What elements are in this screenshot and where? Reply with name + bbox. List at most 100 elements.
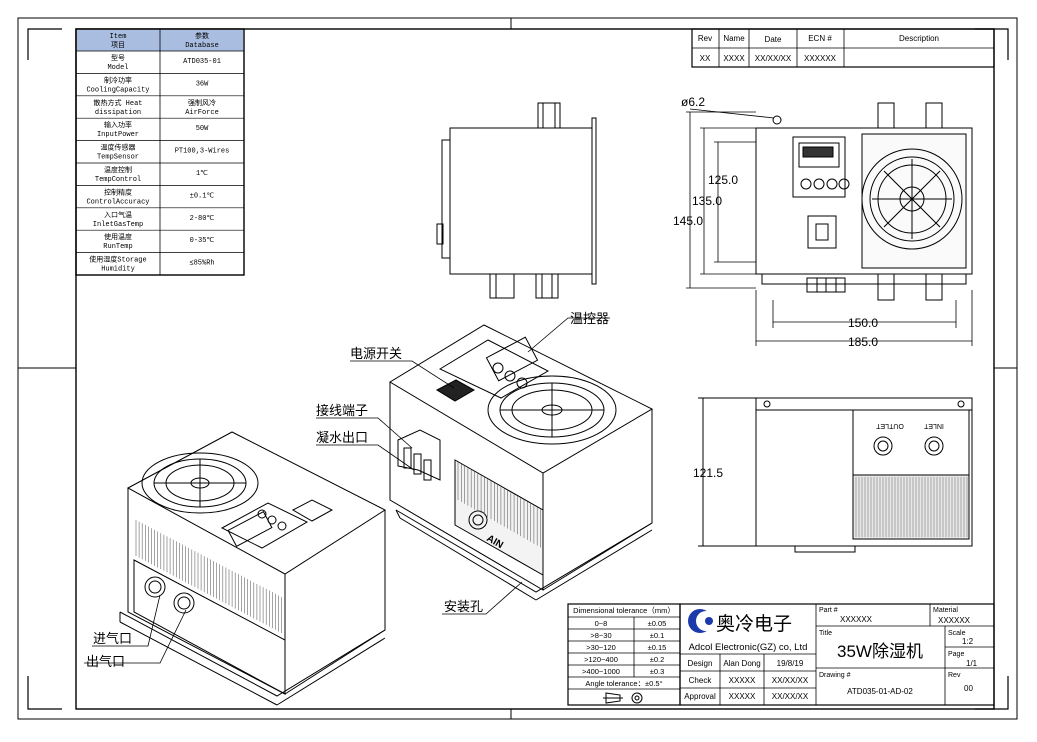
dim-125-label: 125.0 xyxy=(708,173,738,187)
design-name: Alan Dong xyxy=(723,659,760,668)
spec-row-label-en: TempControl xyxy=(95,176,141,184)
tolerance-table: Dimensional tolerance（mm） 0~8±0.05>8~30±… xyxy=(567,603,681,706)
spec-row-label-en: TempSensor xyxy=(97,154,139,162)
tolerance-value: ±0.3 xyxy=(650,667,665,676)
callout-mount-hole: 安装孔 xyxy=(444,599,483,614)
rear-hatch xyxy=(855,477,968,537)
tolerance-angle: Angle tolerance：±0.5° xyxy=(585,679,662,688)
title-label: Title xyxy=(819,630,832,637)
title-block xyxy=(679,603,995,706)
rev-cell-rev: XX xyxy=(700,54,711,63)
inlet-port-label: INLET xyxy=(923,422,944,429)
spec-row-label-cn: 散热方式 Heat xyxy=(93,98,142,108)
dim-185-label: 185.0 xyxy=(848,335,878,349)
spec-row-label-cn: 使用湿度Storage xyxy=(89,255,146,265)
rev-cell-date: XX/XX/XX xyxy=(755,54,792,63)
page-label: Page xyxy=(948,651,964,658)
part-label: Part # xyxy=(819,607,838,614)
tolerance-value: ±0.2 xyxy=(650,655,665,664)
spec-row-label-en: InputPower xyxy=(97,131,139,139)
spec-row-value: 强制风冷 xyxy=(188,98,216,108)
spec-header-value-en: Database xyxy=(185,42,219,50)
spec-row-label-cn: 制冷功率 xyxy=(104,75,132,85)
rear-view xyxy=(698,397,973,553)
design-date: 19/8/19 xyxy=(777,659,804,668)
spec-row-label-en: Model xyxy=(107,64,128,72)
approval-label: Approval xyxy=(684,692,716,701)
callout-drain-outlet: 凝水出口 xyxy=(316,430,368,445)
check-label: Check xyxy=(689,676,713,685)
isometric-hatch-lower xyxy=(135,520,283,634)
callout-inlet: 进气口 xyxy=(93,631,132,646)
spec-row-value: 1℃ xyxy=(196,170,208,178)
spec-header-label-en: Item xyxy=(110,33,127,41)
callout-labels: 温控器 电源开关 接线端子 凝水出口 安装孔 进气口 出气口 xyxy=(86,311,609,669)
rev-value: 00 xyxy=(964,684,973,693)
rev-header-rev: Rev xyxy=(698,34,712,43)
spec-row-label-cn: 使用温度 xyxy=(104,232,132,242)
spec-header-value-cn: 参数 xyxy=(195,31,209,41)
rev-header-date: Date xyxy=(765,35,782,44)
company-name-cn: 奥冷电子 xyxy=(716,613,792,635)
spec-row-value: ≤85%Rh xyxy=(189,260,214,268)
tolerance-range: >8~30 xyxy=(590,631,611,640)
tolerance-value: ±0.05 xyxy=(648,619,667,628)
rev-header-description: Description xyxy=(899,34,939,43)
isometric-hatch-upper xyxy=(457,462,541,548)
spec-row-label-cn: 温度传感器 xyxy=(101,143,136,153)
check-name: XXXXX xyxy=(729,676,756,685)
material-value: XXXXXX xyxy=(938,616,971,625)
spec-row-label-en: dissipation xyxy=(95,109,141,117)
spec-row-label-cn: 控制精度 xyxy=(104,187,132,197)
spec-row-label-cn: 入口气温 xyxy=(104,210,132,220)
spec-row-label-en: InletGasTemp xyxy=(93,221,143,229)
scale-value: 1:2 xyxy=(962,637,974,646)
sheet-frame xyxy=(17,17,1018,720)
isometric-view-upper xyxy=(389,324,654,601)
side-view xyxy=(436,102,597,299)
spec-row-label-en: CoolingCapacity xyxy=(86,86,149,94)
outlet-port-label: OUTLET xyxy=(875,422,903,429)
company-name-en: Adcol Electronic(GZ) co, Ltd xyxy=(689,642,808,653)
approval-date: XX/XX/XX xyxy=(772,692,809,701)
tolerance-title: Dimensional tolerance（mm） xyxy=(573,606,675,615)
revision-table: Rev Name Date ECN # Description XX XXXX … xyxy=(691,28,995,68)
spec-row-label-cn: 输入功率 xyxy=(104,120,132,130)
spec-row-label-en: ControlAccuracy xyxy=(86,198,149,206)
isometric-view-lower xyxy=(119,431,387,706)
design-label: Design xyxy=(688,659,713,668)
check-date: XX/XX/XX xyxy=(772,676,809,685)
dim-hole-label: ø6.2 xyxy=(681,95,705,109)
tolerance-range: >30~120 xyxy=(586,643,616,652)
spec-header-label-cn: 项目 xyxy=(111,41,125,50)
spec-row-value: ATD035-01 xyxy=(183,58,221,66)
callout-temp-controller: 温控器 xyxy=(570,311,609,326)
spec-row-label-en: RunTemp xyxy=(103,243,132,251)
dim-145-label: 145.0 xyxy=(673,214,703,228)
callout-outlet: 出气口 xyxy=(86,654,125,669)
spec-row-value: PT100,3-Wires xyxy=(175,148,230,156)
drawing-title: 35W除湿机 xyxy=(837,642,923,661)
tolerance-value: ±0.1 xyxy=(650,631,665,640)
tolerance-value: ±0.15 xyxy=(648,643,667,652)
rev-cell-name: XXXX xyxy=(723,54,745,63)
spec-row-label-cn: 型号 xyxy=(111,53,125,63)
callout-terminal-block: 接线端子 xyxy=(316,403,368,418)
dim-121-label: 121.5 xyxy=(693,466,723,480)
rev-cell-ecn: XXXXXX xyxy=(804,54,837,63)
spec-row-value-2: AirForce xyxy=(185,109,219,117)
spec-row-value: 0-35℃ xyxy=(190,237,215,245)
spec-row-label-cn: 温度控制 xyxy=(104,165,132,175)
approval-name: XXXXX xyxy=(729,692,756,701)
spec-row-value: 50W xyxy=(196,125,209,133)
company-logo xyxy=(688,609,716,633)
drawing-number-label: Drawing # xyxy=(819,672,851,679)
rev-label: Rev xyxy=(948,672,961,679)
rev-header-ecn: ECN # xyxy=(808,34,832,43)
page-value: 1/1 xyxy=(966,659,978,668)
title-block-text: 奥冷电子 Adcol Electronic(GZ) co, Ltd Design… xyxy=(684,607,977,701)
front-view xyxy=(755,102,973,301)
spec-row-value: 2-80℃ xyxy=(190,215,215,223)
